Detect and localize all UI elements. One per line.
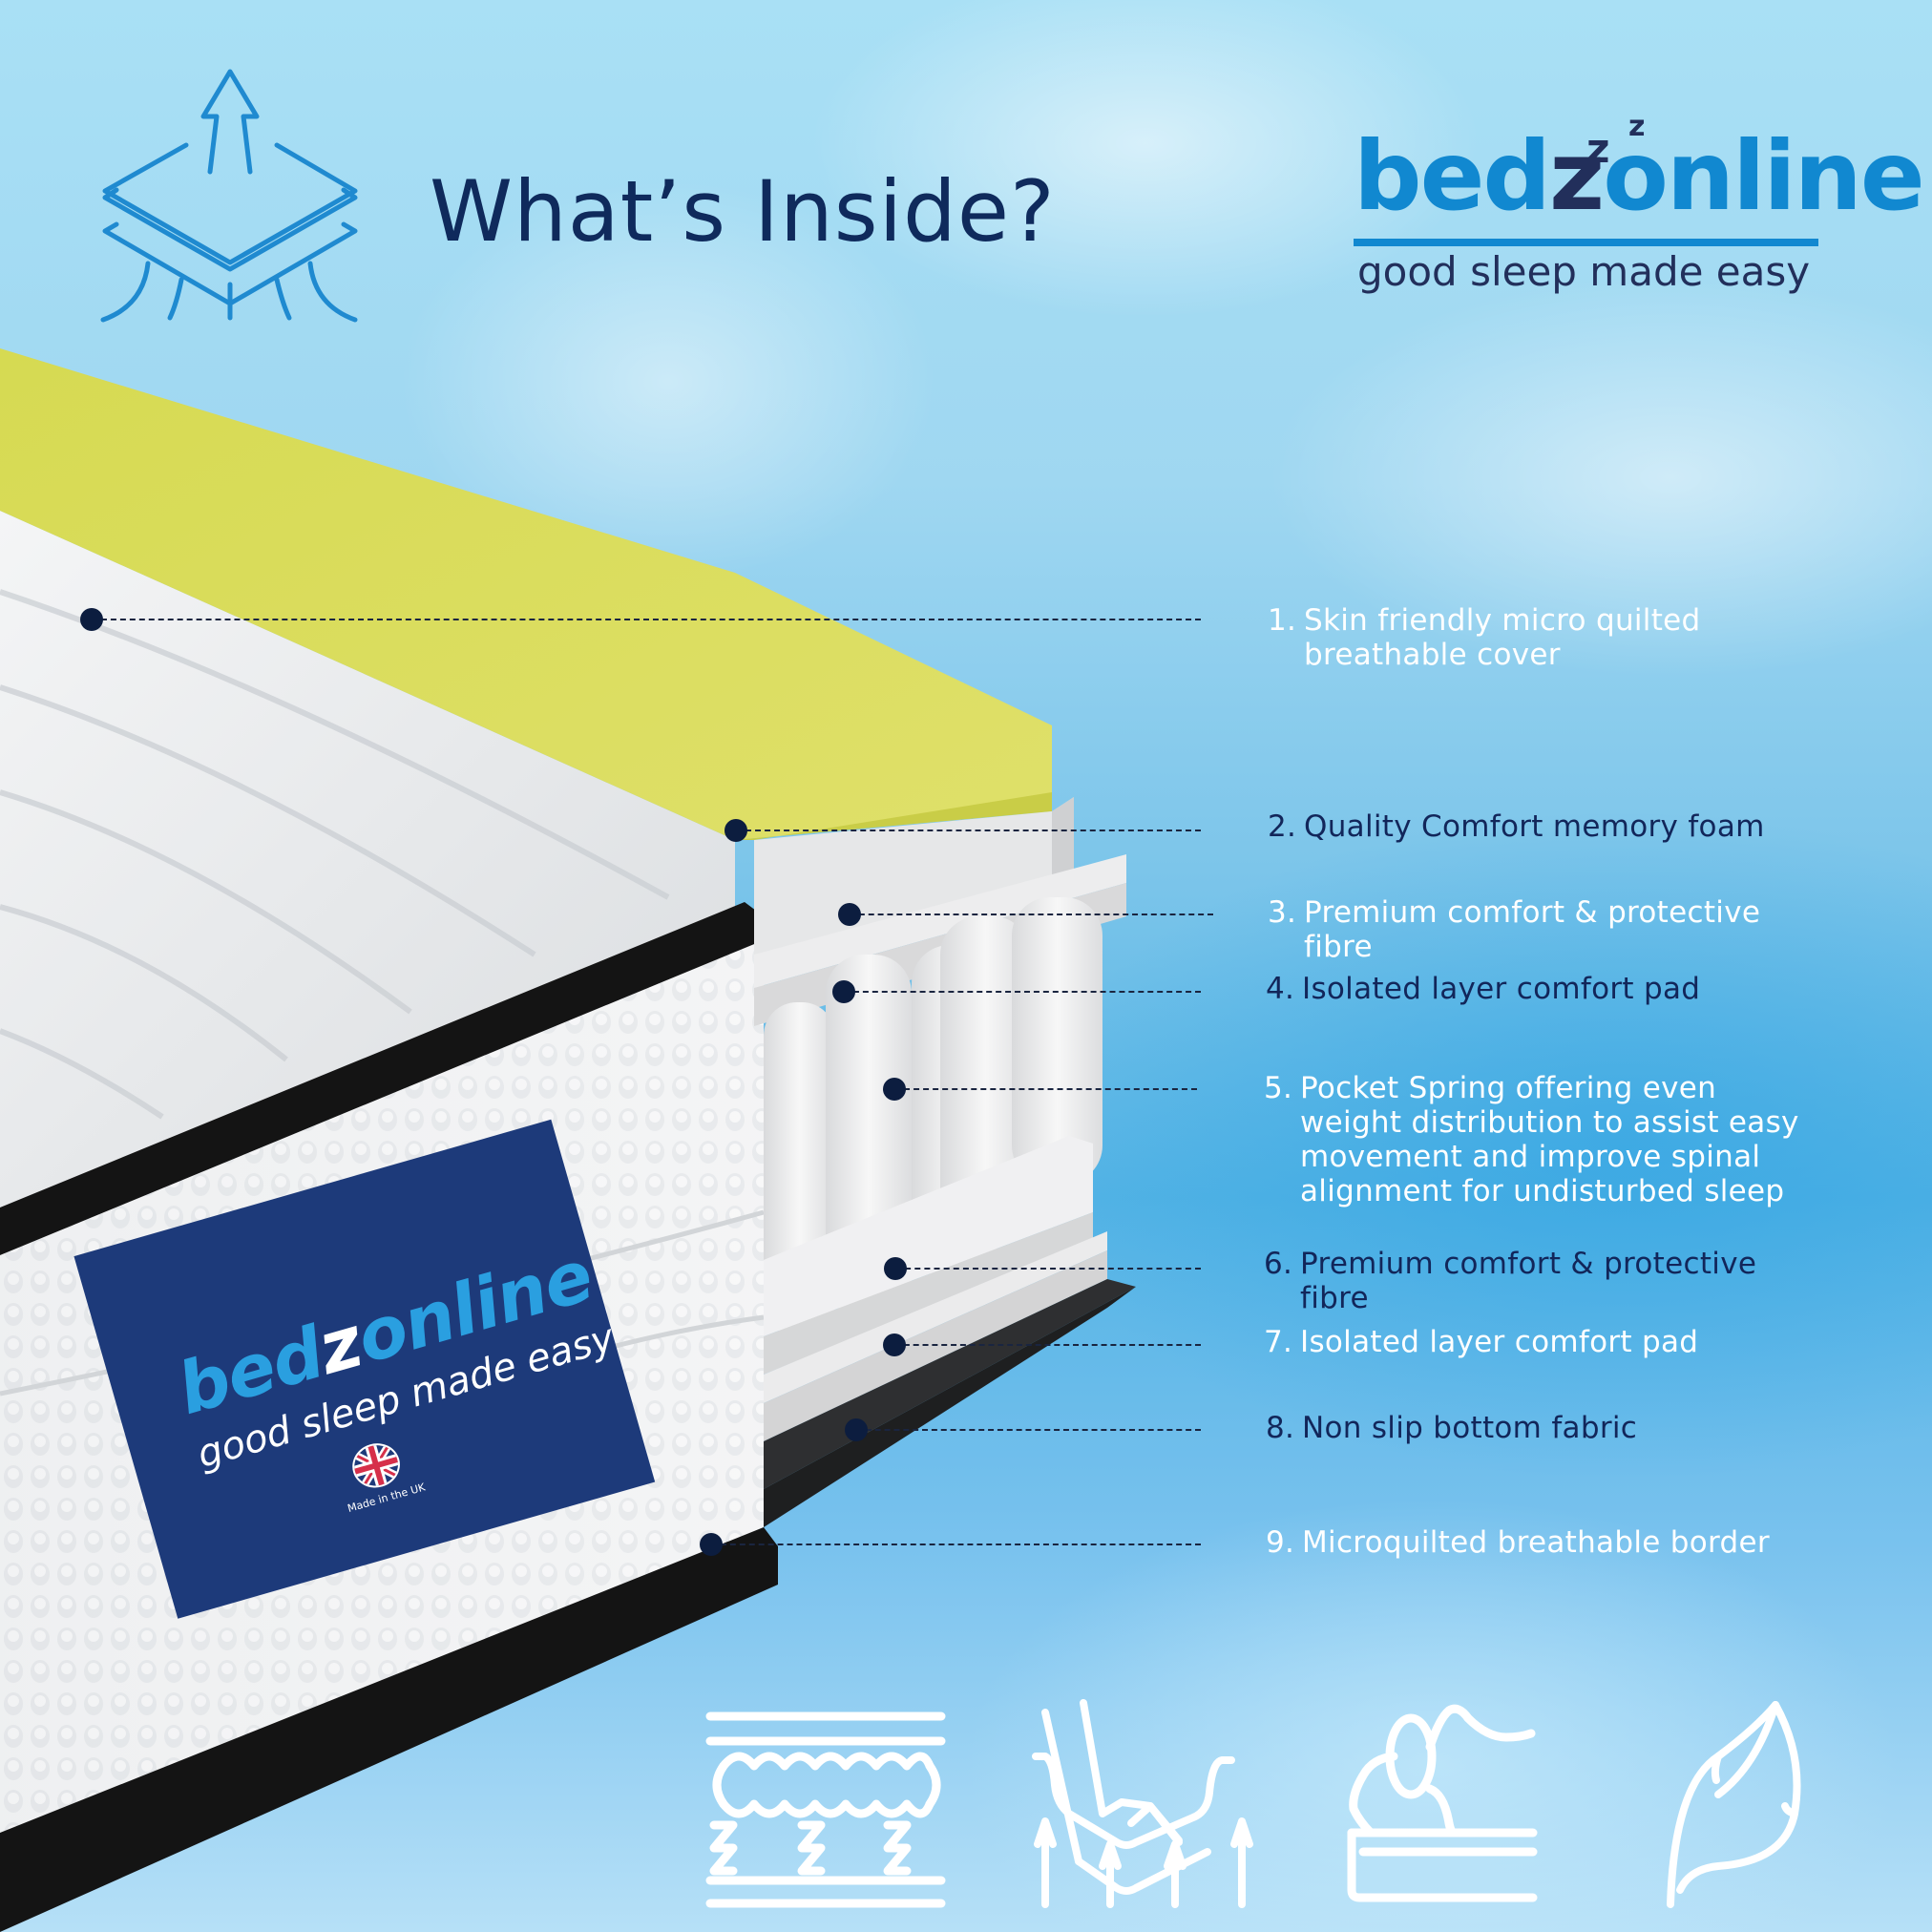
brand-zzz-small: z <box>1628 110 1646 143</box>
leader-line-2 <box>736 830 1201 831</box>
sleeper-support-icon <box>1347 1704 1538 1902</box>
layer-text-line: Pocket Spring offering even <box>1300 1071 1717 1105</box>
leader-line-6 <box>895 1268 1201 1270</box>
layer-number: 4. <box>1266 972 1295 1006</box>
layer-number: 8. <box>1266 1411 1295 1445</box>
layer-text: Quality Comfort memory foam <box>1304 809 1765 844</box>
leader-line-8 <box>856 1429 1201 1431</box>
layer-label-4: 4.Isolated layer comfort pad <box>1266 972 1700 1006</box>
layer-text: Isolated layer comfort pad <box>1302 972 1701 1006</box>
pocket-spring-layers-icon <box>705 1712 946 1908</box>
leader-line-4 <box>844 991 1201 993</box>
callout-dot-6 <box>884 1257 907 1280</box>
leader-line-7 <box>894 1344 1201 1346</box>
leader-line-9 <box>711 1544 1201 1545</box>
callout-dot-3 <box>838 903 861 926</box>
brand-prefix: bed <box>1354 120 1551 232</box>
layer-label-2: 2.Quality Comfort memory foam <box>1268 809 1765 844</box>
layer-text-line: fibre <box>1300 1281 1369 1315</box>
layer-number: 2. <box>1268 809 1297 844</box>
layer-text-line: alignment for undisturbed sleep <box>1300 1174 1785 1208</box>
layers-airflow-icon <box>100 69 358 323</box>
callout-dot-8 <box>845 1418 868 1441</box>
mattress-label: bedzonline good sleep made easy Made in … <box>117 1181 655 1587</box>
union-jack-icon <box>349 1439 403 1491</box>
layer-text-line: Premium comfort & protective <box>1304 895 1761 930</box>
callout-dot-5 <box>883 1078 906 1101</box>
layer-text-line: breathable cover <box>1304 638 1561 672</box>
brand-suffix: online <box>1603 120 1924 232</box>
layer-text: Non slip bottom fabric <box>1302 1411 1638 1445</box>
callout-dot-2 <box>724 819 747 842</box>
brand-wordmark: bedzonline <box>1354 129 1925 224</box>
leader-line-1 <box>92 619 1201 620</box>
page-title: What’s Inside? <box>430 162 1056 261</box>
leader-line-5 <box>894 1088 1197 1090</box>
callout-dot-4 <box>832 980 855 1003</box>
layer-text-line: Premium comfort & protective <box>1300 1247 1757 1281</box>
layer-number: 1. <box>1268 603 1297 638</box>
pressure-relief-hand-icon <box>1032 1699 1253 1908</box>
layer-text: Isolated layer comfort pad <box>1300 1325 1699 1359</box>
layer-label-8: 8.Non slip bottom fabric <box>1266 1411 1637 1445</box>
layer-label-9: 9.Microquilted breathable border <box>1266 1525 1770 1560</box>
leader-line-3 <box>850 914 1213 915</box>
layer-number: 6. <box>1264 1247 1293 1281</box>
layer-number: 9. <box>1266 1525 1295 1560</box>
callout-dot-1 <box>80 608 103 631</box>
layer-number: 3. <box>1268 895 1297 930</box>
layer-text-line: Skin friendly micro quilted <box>1304 603 1701 638</box>
layer-number: 5. <box>1264 1071 1293 1105</box>
brand-z: z <box>1549 120 1605 232</box>
brand-tagline: good sleep made easy <box>1357 248 1811 295</box>
layer-text-line: fibre <box>1304 930 1373 964</box>
layer-text-line: weight distribution to assist easy <box>1300 1105 1799 1140</box>
layer-label-7: 7.Isolated layer comfort pad <box>1264 1325 1698 1359</box>
brand-zzz-medium: z <box>1586 125 1610 172</box>
callout-dot-7 <box>883 1334 906 1356</box>
layer-text: Microquilted breathable border <box>1302 1525 1770 1560</box>
layer-text-line: movement and improve spinal <box>1300 1140 1761 1174</box>
brand-logo: z z bedzonline good sleep made easy <box>1346 110 1925 301</box>
brand-underline <box>1354 239 1818 246</box>
callout-dot-9 <box>700 1533 723 1556</box>
feather-softness-icon <box>1667 1701 1801 1908</box>
layer-number: 7. <box>1264 1325 1293 1359</box>
